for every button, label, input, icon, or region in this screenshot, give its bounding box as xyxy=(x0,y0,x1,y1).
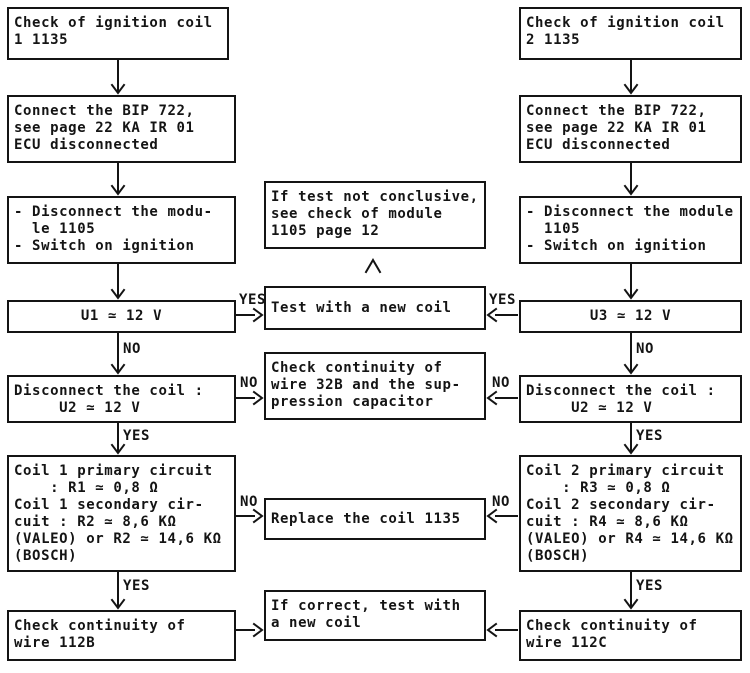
label-no-right-coil: NO xyxy=(492,494,511,510)
label-no-right-u2: NO xyxy=(492,375,511,391)
label-yes-left-coil: YES xyxy=(123,578,151,594)
arrow-left-u1-yes-to-newcoil xyxy=(236,307,264,323)
node-middle-if-correct: If correct, test with a new coil xyxy=(264,590,486,641)
node-left-disconnect-coil: Disconnect the coil : U2 ≃ 12 V xyxy=(7,375,236,423)
node-right-coil-circuit-values: Coil 2 primary circuit : R3 ≃ 0,8 Ω Coil… xyxy=(519,455,742,572)
arrow-left-module-to-u1 xyxy=(110,263,126,300)
arrow-right-bip-to-module xyxy=(623,162,639,196)
label-yes-right-coil: YES xyxy=(636,578,664,594)
node-right-u3-test: U3 ≃ 12 V xyxy=(519,300,742,333)
node-right-disconnect-module: - Disconnect the module 1105 - Switch on… xyxy=(519,196,742,264)
node-left-check-continuity-112b: Check continuity of wire 112B xyxy=(7,610,236,661)
node-right-check-continuity-112c: Check continuity of wire 112C xyxy=(519,610,742,661)
node-middle-replace-coil: Replace the coil 1135 xyxy=(264,498,486,540)
arrow-right-module-to-u3 xyxy=(623,263,639,300)
label-no-left-u1: NO xyxy=(123,341,142,357)
node-middle-not-conclusive: If test not conclusive, see check of mod… xyxy=(264,181,486,249)
label-yes-left-u2: YES xyxy=(123,428,151,444)
node-left-u1-test: U1 ≃ 12 V xyxy=(7,300,236,333)
node-right-connect-bip: Connect the BIP 722, see page 22 KA IR 0… xyxy=(519,95,742,163)
label-no-left-u2: NO xyxy=(240,375,259,391)
arrow-left-u2-no-to-wire32b xyxy=(236,390,264,406)
label-yes-left-u1: YES xyxy=(239,292,267,308)
label-yes-right-u2: YES xyxy=(636,428,664,444)
node-left-disconnect-module: - Disconnect the modu- le 1105 - Switch … xyxy=(7,196,236,264)
arrow-left-coil-no-to-replace xyxy=(236,508,264,524)
arrow-right-title-to-bip xyxy=(623,59,639,95)
arrow-left-bip-to-module xyxy=(110,162,126,196)
arrow-right-u2-no-to-wire32b xyxy=(486,390,518,406)
label-no-left-coil: NO xyxy=(240,494,259,510)
node-left-coil-circuit-values: Coil 1 primary circuit : R1 ≃ 0,8 Ω Coil… xyxy=(7,455,236,572)
label-yes-right-u3: YES xyxy=(489,292,517,308)
node-middle-test-new-coil: Test with a new coil xyxy=(264,286,486,330)
label-no-right-u3: NO xyxy=(636,341,655,357)
arrow-right-coil-no-to-replace xyxy=(486,508,518,524)
node-right-disconnect-coil: Disconnect the coil : U2 ≃ 12 V xyxy=(519,375,742,423)
arrow-right-continuity-to-ifcorrect xyxy=(486,622,518,638)
node-left-connect-bip: Connect the BIP 722, see page 22 KA IR 0… xyxy=(7,95,236,163)
node-middle-wire-32b: Check continuity of wire 32B and the sup… xyxy=(264,352,486,420)
node-check-coil-1-title: Check of ignition coil 1 1135 xyxy=(7,7,229,60)
arrow-left-title-to-bip xyxy=(110,59,126,95)
node-check-coil-2-title: Check of ignition coil 2 1135 xyxy=(519,7,742,60)
arrow-right-u3-yes-to-newcoil xyxy=(486,307,518,323)
arrow-left-continuity-to-ifcorrect xyxy=(236,622,264,638)
arrow-up-newcoil-to-notconclusive xyxy=(364,258,382,274)
